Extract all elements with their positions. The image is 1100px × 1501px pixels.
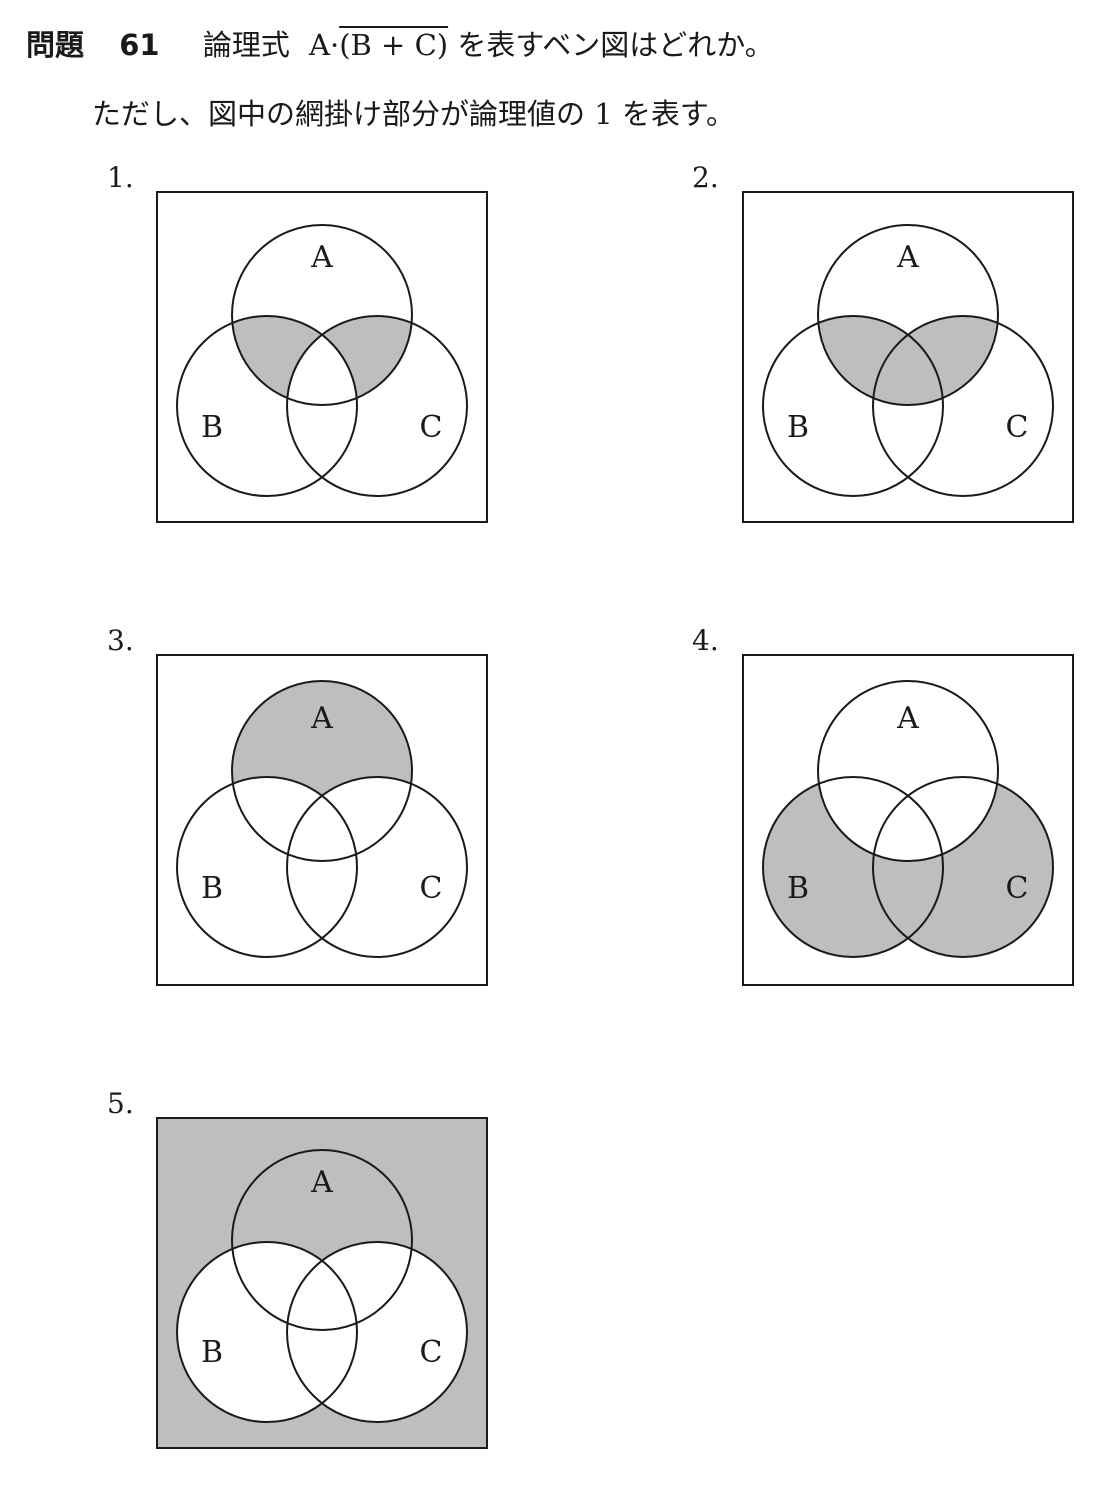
circle-a bbox=[817, 680, 999, 862]
circle-b bbox=[176, 776, 358, 958]
circle-c-label: C bbox=[420, 410, 443, 445]
circle-b bbox=[176, 315, 358, 497]
formula-a: A· bbox=[309, 28, 340, 62]
circle-c bbox=[286, 1241, 468, 1423]
question-label: 問題 bbox=[26, 28, 85, 62]
formula-negated-term: (B + C) bbox=[339, 28, 449, 62]
question-number: 61 bbox=[119, 28, 160, 62]
question-line: 問題 61 論理式 A·(B + C) を表すベン図はどれか。 bbox=[26, 22, 774, 64]
option-1-label[interactable]: 1. bbox=[107, 161, 134, 194]
circle-a-label: A bbox=[896, 701, 919, 736]
shaded-region bbox=[818, 316, 998, 405]
unshaded-region-a bbox=[818, 681, 998, 861]
option-4-venn-diagram[interactable]: A B C bbox=[741, 653, 1077, 989]
circle-a bbox=[817, 224, 999, 406]
circle-a-label: A bbox=[310, 701, 333, 736]
option-5-label[interactable]: 5. bbox=[107, 1087, 134, 1120]
question-text-before: 論理式 bbox=[202, 28, 290, 62]
circle-c-label: C bbox=[1006, 410, 1029, 445]
circle-b-label: B bbox=[201, 871, 223, 906]
option-4-label[interactable]: 4. bbox=[692, 624, 719, 657]
circle-c-label: C bbox=[1006, 871, 1029, 906]
circle-a-label: A bbox=[310, 1165, 333, 1200]
option-2-venn-diagram[interactable]: A B C bbox=[741, 190, 1077, 526]
question-text-after: を表すベン図はどれか。 bbox=[457, 28, 774, 62]
option-5-venn-diagram[interactable]: A B C bbox=[155, 1116, 491, 1452]
circle-a-label: A bbox=[310, 240, 333, 275]
option-1-venn-diagram[interactable]: A B C bbox=[155, 190, 491, 526]
question-note: ただし、図中の網掛け部分が論理値の 1 を表す。 bbox=[92, 97, 735, 131]
circle-c-label: C bbox=[420, 871, 443, 906]
circle-c bbox=[872, 776, 1054, 958]
option-3-venn-diagram[interactable]: A B C bbox=[155, 653, 491, 989]
circle-b-label: B bbox=[201, 1335, 223, 1370]
circle-c bbox=[286, 315, 468, 497]
option-3-label[interactable]: 3. bbox=[107, 624, 134, 657]
circle-b-label: B bbox=[787, 871, 809, 906]
circle-a-label: A bbox=[896, 240, 919, 275]
circle-b-label: B bbox=[201, 410, 223, 445]
circle-b bbox=[176, 1241, 358, 1423]
circle-b bbox=[762, 315, 944, 497]
universe-rect bbox=[742, 191, 1074, 523]
circle-c bbox=[872, 315, 1054, 497]
unshaded-region-c bbox=[287, 777, 467, 957]
unshaded-region-c bbox=[287, 1242, 467, 1422]
circle-a bbox=[231, 680, 413, 862]
option-2-label[interactable]: 2. bbox=[692, 161, 719, 194]
circle-c bbox=[286, 776, 468, 958]
circle-c-label: C bbox=[420, 1335, 443, 1370]
formula: A·(B + C) bbox=[309, 28, 457, 62]
circle-b bbox=[762, 776, 944, 958]
circle-a bbox=[231, 1149, 413, 1331]
circle-b-label: B bbox=[787, 410, 809, 445]
circle-a bbox=[231, 224, 413, 406]
